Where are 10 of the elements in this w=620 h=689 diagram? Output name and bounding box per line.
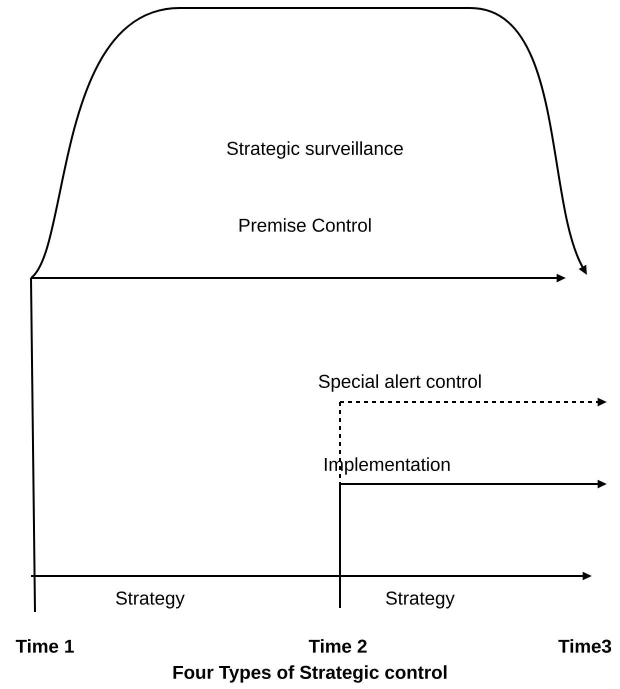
timeline-label: Premise Control — [240, 218, 371, 232]
timeline-label: Implementation — [324, 457, 450, 475]
timeline-label: Special alert control — [318, 374, 481, 392]
timeline-label: Time 2 — [308, 639, 367, 653]
timeline-label: Time3 — [558, 639, 612, 653]
caption: Four Types of Strategic control — [173, 665, 446, 683]
timeline-label: Time 1 — [16, 639, 74, 653]
timeline-label: Strategic surveillance — [227, 141, 403, 159]
timeline-label: Strategy — [116, 592, 185, 608]
timeline-label: Strategy — [386, 592, 455, 608]
